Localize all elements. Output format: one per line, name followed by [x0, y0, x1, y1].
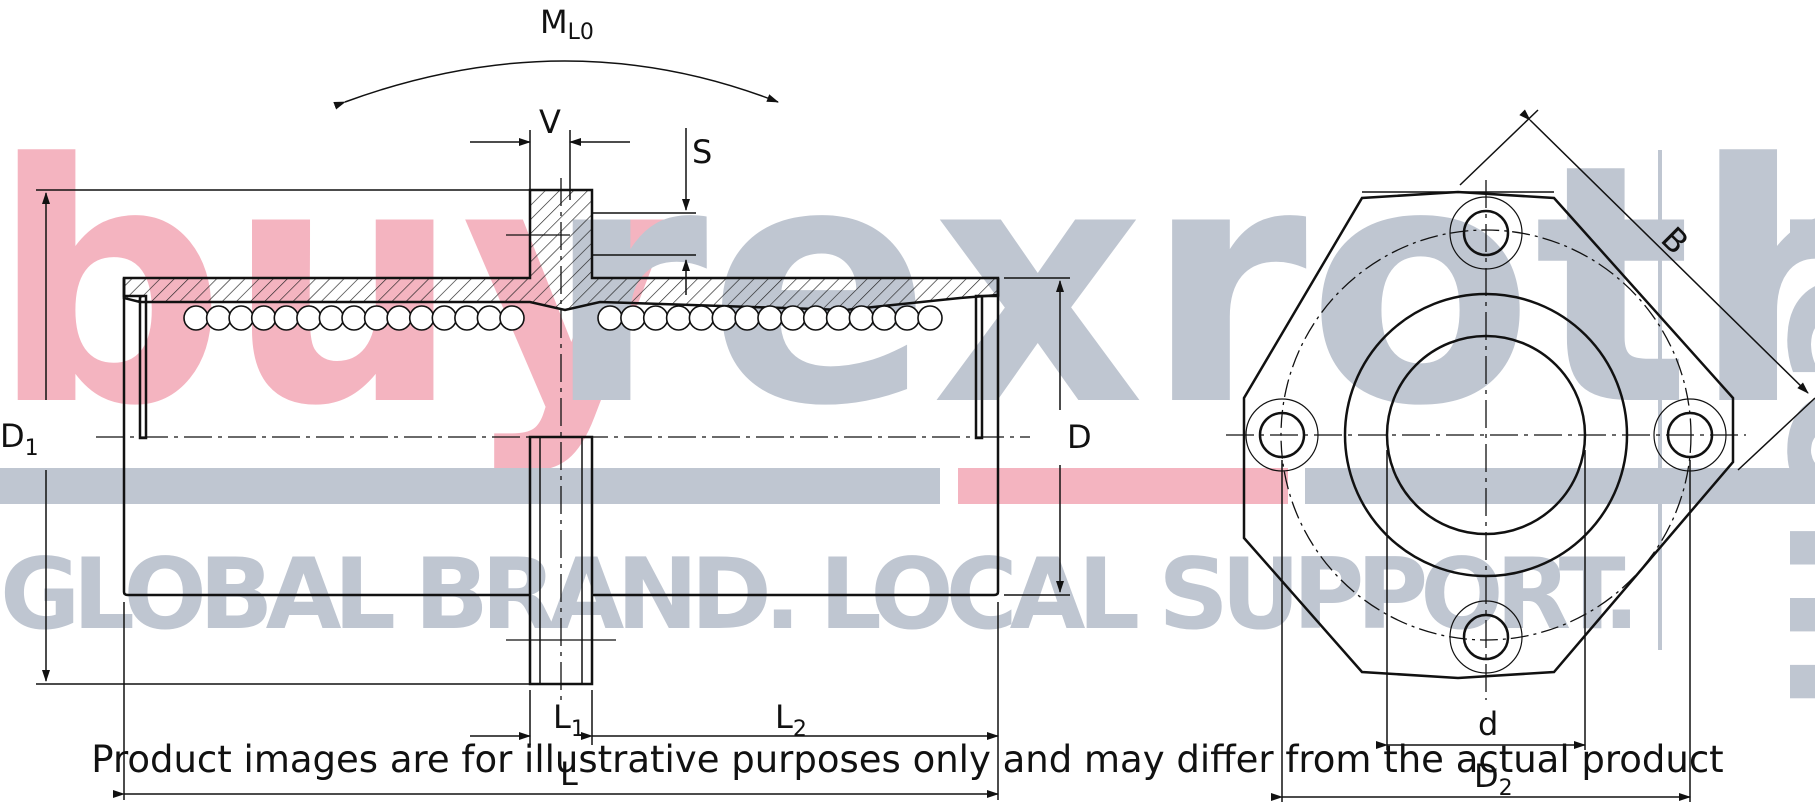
ball	[642, 305, 669, 331]
ball	[620, 305, 646, 331]
watermark-bar-gray-right	[1305, 468, 1815, 504]
ball	[871, 305, 898, 331]
ball	[917, 305, 943, 331]
label-s: S	[692, 133, 712, 171]
watermark-bar-gray	[0, 468, 940, 504]
body-left-outline	[122, 278, 530, 597]
ball	[454, 305, 480, 331]
watermark: buy rexroth GLOBAL BRAND. LOCAL SUPPORT.…	[0, 94, 1815, 713]
disclaimer-text: Product images are for illustrative purp…	[91, 738, 1724, 781]
ball	[757, 305, 783, 331]
label-l: L	[560, 755, 578, 793]
hole-top	[1462, 209, 1510, 257]
ball	[341, 305, 367, 331]
ball	[711, 305, 738, 331]
ball	[734, 305, 760, 331]
ball	[183, 305, 209, 331]
label-l2: L2	[775, 698, 807, 742]
label-d1: D1	[0, 417, 39, 461]
dimension-lines-front	[1271, 109, 1815, 802]
label-l1: L1	[553, 698, 585, 742]
ball	[250, 305, 277, 331]
watermark-domain: .com	[1745, 200, 1815, 713]
ball	[205, 305, 232, 331]
b-ext-right	[1737, 397, 1815, 471]
ball	[296, 305, 322, 331]
ball	[597, 305, 623, 331]
label-d2: D2	[1474, 757, 1513, 801]
side-view	[96, 178, 1030, 700]
ball	[228, 305, 254, 331]
ball	[688, 305, 715, 331]
ball	[408, 305, 435, 331]
ball	[273, 305, 300, 331]
ball	[848, 305, 875, 331]
label-d: D	[1067, 418, 1092, 456]
body-right-outline	[592, 278, 1000, 597]
ball-row	[183, 305, 943, 331]
ball	[499, 305, 525, 331]
ball	[894, 305, 920, 331]
ball	[363, 305, 390, 331]
ball	[318, 305, 345, 331]
ball	[431, 305, 458, 331]
ball	[780, 305, 806, 331]
watermark-bar-red	[958, 468, 1288, 504]
label-d-small: d	[1478, 705, 1498, 743]
label-ml0: ML0	[540, 3, 594, 45]
label-v: V	[539, 103, 561, 141]
ml0-arc	[333, 60, 779, 110]
ball	[386, 305, 412, 331]
ball	[802, 305, 829, 331]
dimension-lines-side	[36, 60, 1070, 800]
ball	[665, 305, 692, 331]
ball	[825, 305, 852, 331]
ball	[476, 305, 503, 331]
hole-bottom	[1462, 613, 1510, 661]
b-arrow	[1519, 109, 1809, 394]
